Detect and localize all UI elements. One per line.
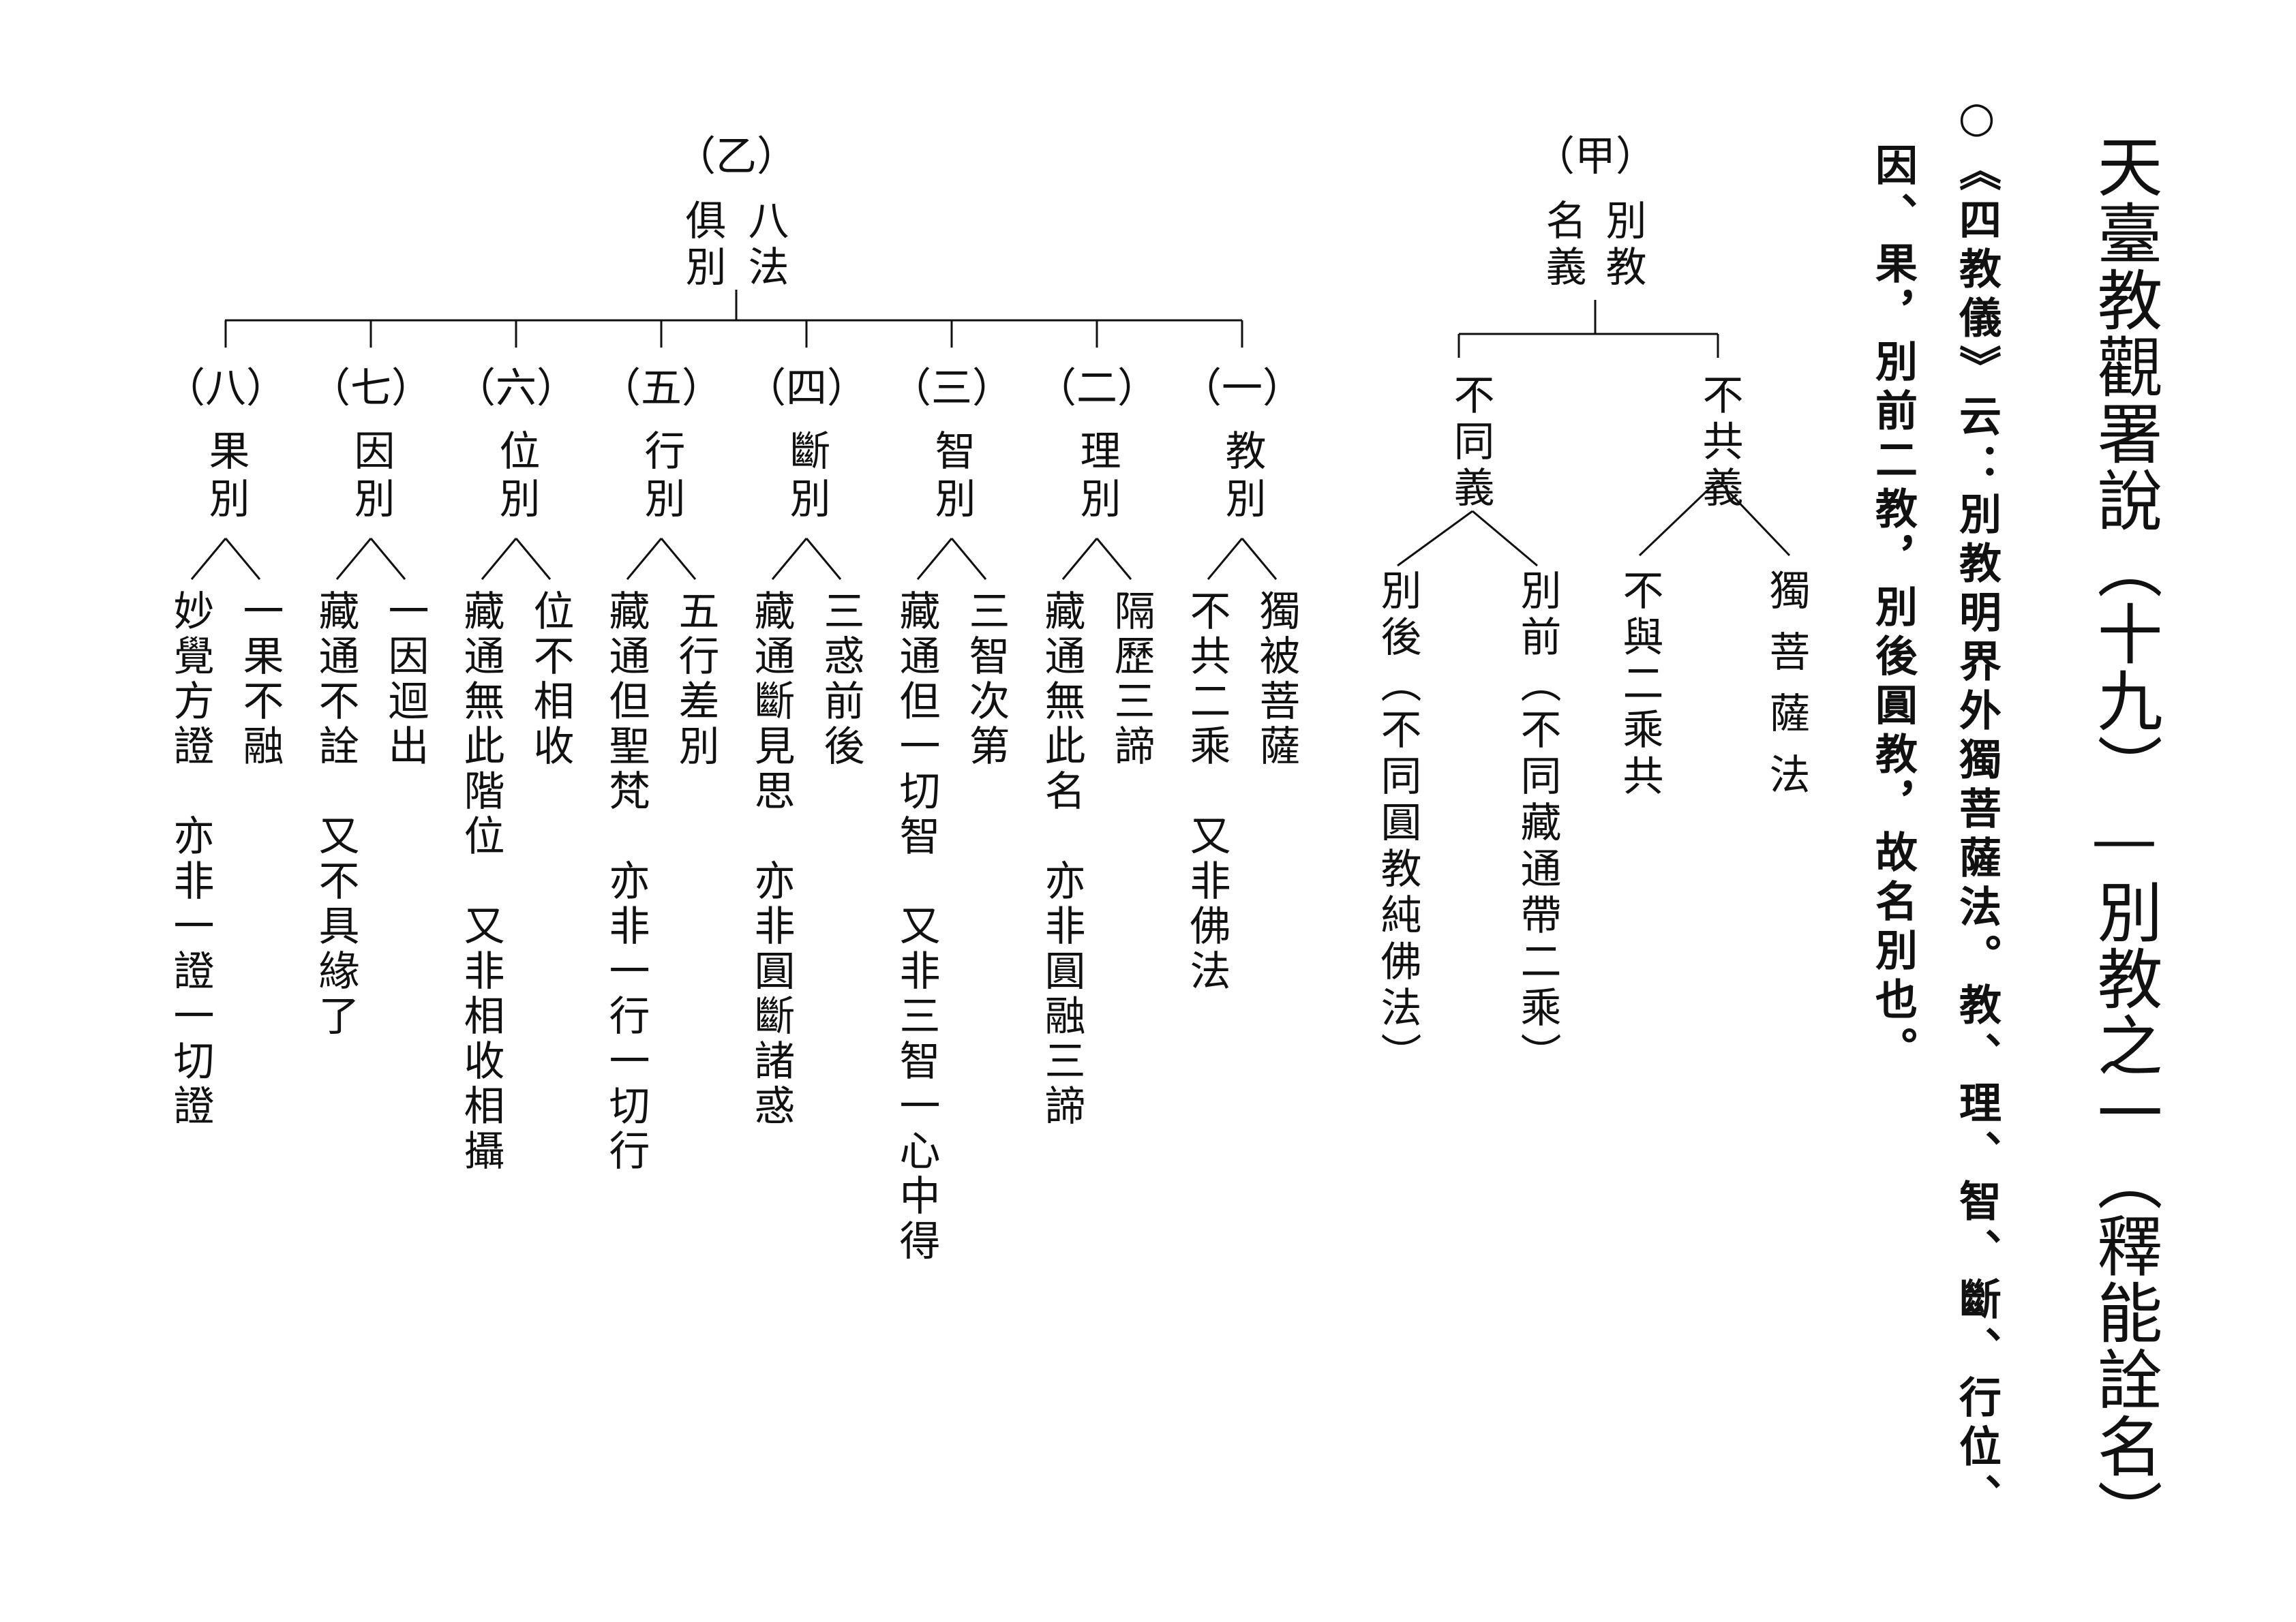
yi-item-3-label: （三） [890,365,1013,412]
yi-item-2-text-a: 隔歷三諦 [1107,590,1155,769]
yi-item-2-label: （二） [1036,365,1158,412]
yi-item-4-name: 斷別 [783,429,830,525]
yi-item-7-fork-a [369,538,406,580]
intro-text-col1: ○《四教儀》云：別教明界外獨菩薩法。教、理、智、斷、行位、 [1952,92,2002,1522]
yi-item-6-text-a: 位不相收 [526,590,574,769]
yi-item-1-fork-a [1241,538,1278,580]
yi-item-5-text-b: 藏通但聖梵 亦非一行一切行 [602,590,650,1174]
yi-item-2-fork-b [1061,538,1098,580]
yi-item-8-fork-a [224,538,261,580]
yi-item-6-label: （六） [455,365,577,412]
page-title: 天臺教觀署說（十九）—別教之一（釋能詮名） [2086,133,2162,1546]
yi-heading-col1: 八法 [741,199,789,292]
yi-item-1-name: 教別 [1218,429,1266,525]
yi-item-2-name: 理別 [1073,429,1121,525]
yi-item-2-fork-a [1096,538,1132,580]
yi-item-6-name: 位別 [492,429,540,525]
yi-item-1-text-b: 不共二乘 又非佛法 [1183,590,1230,994]
yi-item-6-fork-b [481,538,517,580]
jia-butong-title: 不同義 [1447,373,1494,512]
yi-item-1-text-a: 獨被菩薩 [1252,590,1300,769]
yi-item-1-label: （一） [1181,365,1303,412]
yi-item-6-text-b: 藏通無此階位 又非相收相攝 [457,590,504,1174]
yi-item-7-name: 因別 [347,429,395,525]
jia-butong-left: 別前（不同藏通帶二乘） [1513,569,1561,1079]
jia-butong-right: 別後（不同圓教純佛法） [1374,569,1421,1079]
yi-item-7-text-a: 一因迴出 [381,590,429,769]
yi-label: （乙） [675,133,798,181]
yi-item-7-fork-b [335,538,372,580]
yi-item-3-text-b: 藏通但一切智 又非三智一心中得 [892,590,940,1264]
yi-item-5-fork-a [660,538,697,580]
intro-text-col2: 因、果，別前二教，別後圓教，故名別也。 [1868,143,1918,1075]
yi-item-3-text-a: 三智次第 [962,590,1010,769]
yi-item-2-text-b: 藏通無此名 亦非圓融三諦 [1038,590,1085,1129]
jia-bugong-title: 不共義 [1695,373,1743,512]
yi-item-3-name: 智別 [928,429,976,525]
yi-item-5-name: 行別 [637,429,685,525]
yi-item-4-fork-b [771,538,808,580]
jia-bugong-left: 獨菩薩法 [1762,569,1810,814]
jia-bugong-right: 不與二乘共 [1616,569,1663,801]
yi-item-1-fork-b [1207,538,1243,580]
yi-item-3-fork-b [916,538,953,580]
yi-item-4-text-a: 三惑前後 [817,590,864,769]
yi-item-4-label: （四） [745,365,868,412]
yi-item-5-fork-b [626,538,663,580]
yi-item-3-fork-a [950,538,987,580]
yi-item-5-label: （五） [600,365,723,412]
yi-item-8-label: （八） [164,365,287,412]
yi-item-6-fork-a [515,538,552,580]
yi-item-8-name: 果別 [202,429,250,525]
yi-item-4-fork-a [805,538,842,580]
yi-item-7-text-b: 藏通不詮 又不具緣了 [312,590,359,1039]
yi-item-8-text-a: 一果不融 [236,590,284,769]
yi-item-5-text-a: 五行差別 [671,590,719,769]
yi-item-4-text-b: 藏通斷見思 亦非圓斷諸惑 [747,590,795,1129]
jia-heading-col1: 別教 [1599,199,1646,292]
jia-label: （甲） [1534,133,1657,181]
yi-item-7-label: （七） [309,365,432,412]
yi-heading-col2: 俱別 [678,199,726,292]
yi-item-8-text-b: 妙覺方證 亦非一證一切證 [166,590,214,1129]
yi-item-8-fork-b [190,538,227,580]
jia-heading-col2: 名義 [1539,199,1586,292]
